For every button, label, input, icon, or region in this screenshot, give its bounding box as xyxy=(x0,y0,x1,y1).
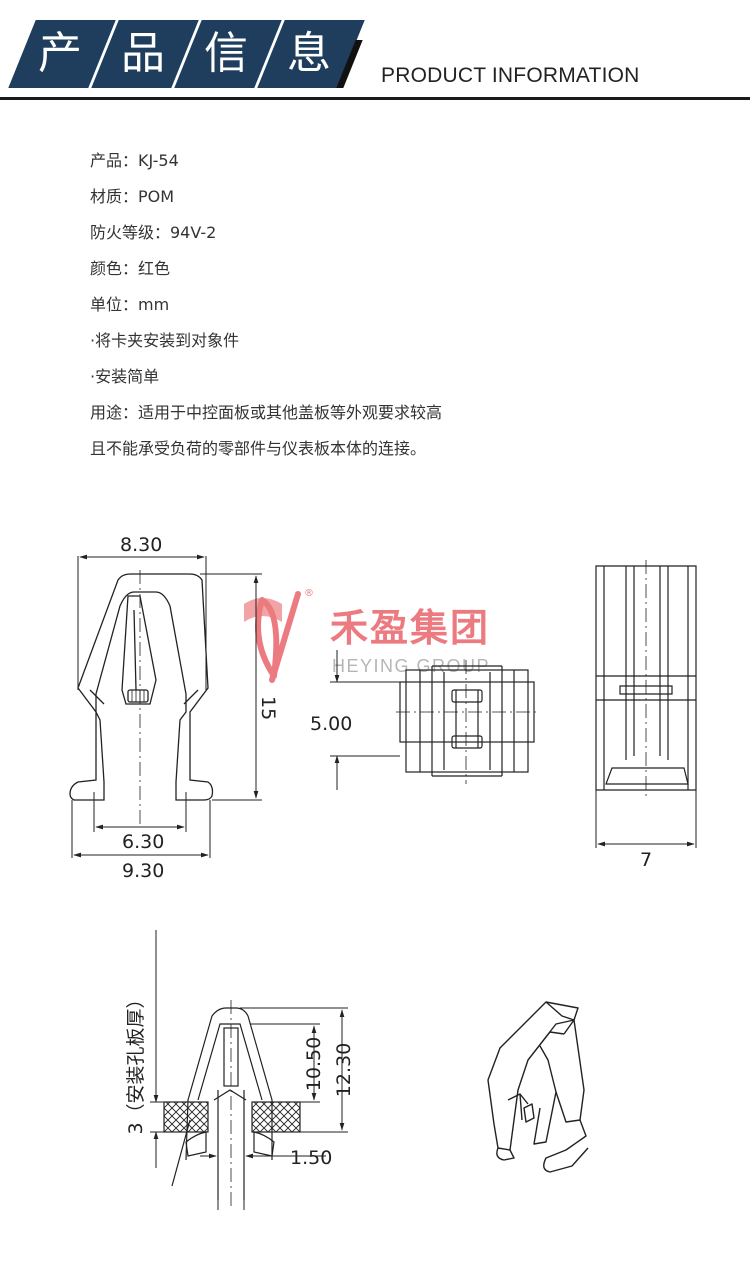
end-view xyxy=(595,560,697,796)
dim-base-width: 9.30 xyxy=(122,860,164,882)
brand-logo-wing-icon xyxy=(244,598,282,622)
spec-feature-2: ·安装简单 xyxy=(90,367,160,386)
dim-top-width: 8.30 xyxy=(120,534,162,556)
spec-fire-rating: 防火等级：94V-2 xyxy=(90,223,217,242)
title-char-2: 品 xyxy=(121,28,165,79)
side-dimensions xyxy=(330,650,400,790)
header-banner: 产 品 信 息 PRODUCT INFORMATION xyxy=(0,0,750,100)
brand-watermark: ® 禾盈集团 HEYING GROUP xyxy=(244,588,490,683)
mount-dimensions xyxy=(150,930,348,1210)
dim-inner-width: 6.30 xyxy=(122,831,164,853)
brand-name-en: HEYING GROUP xyxy=(332,656,490,676)
spec-feature-1: ·将卡夹安装到对象件 xyxy=(90,331,240,350)
mount-section-view xyxy=(163,1000,301,1210)
spec-color: 颜色：红色 xyxy=(90,259,171,278)
brand-registered-mark: ® xyxy=(304,588,314,599)
dim-height: 15 xyxy=(257,696,279,720)
spec-material: 材质：POM xyxy=(90,187,175,206)
brand-name-cn: 禾盈集团 xyxy=(330,606,490,650)
title-char-3: 信 xyxy=(204,28,248,79)
isometric-view xyxy=(487,1001,589,1173)
dim-end-width: 7 xyxy=(640,849,652,871)
header-subtitle: PRODUCT INFORMATION xyxy=(381,64,640,87)
end-dimensions xyxy=(595,790,697,848)
spec-product: 产品：KJ-54 xyxy=(90,151,179,170)
front-dimensions xyxy=(71,554,262,858)
spec-usage: 用途：适用于中控面板或其他盖板等外观要求较高 xyxy=(90,403,443,422)
technical-drawing: ® 禾盈集团 HEYING GROUP 8.30 15 6.30 9.30 xyxy=(69,534,697,1210)
dim-side-spacing: 5.00 xyxy=(310,713,352,735)
header-rule xyxy=(0,97,750,100)
dim-inner-height: 10.50 xyxy=(303,1037,325,1091)
title-char-4: 息 xyxy=(287,28,331,79)
side-view xyxy=(396,660,540,784)
dim-total-height: 12.30 xyxy=(333,1043,355,1097)
title-char-1: 产 xyxy=(38,28,82,79)
spec-unit: 单位：mm xyxy=(90,295,170,314)
spec-usage-cont: 且不能承受负荷的零部件与仪表板本体的连接。 xyxy=(90,439,427,458)
dim-panel-thickness: 3（安装孔板厚） xyxy=(125,989,147,1134)
dim-gap: 1.50 xyxy=(290,1147,332,1169)
front-view xyxy=(69,570,214,828)
